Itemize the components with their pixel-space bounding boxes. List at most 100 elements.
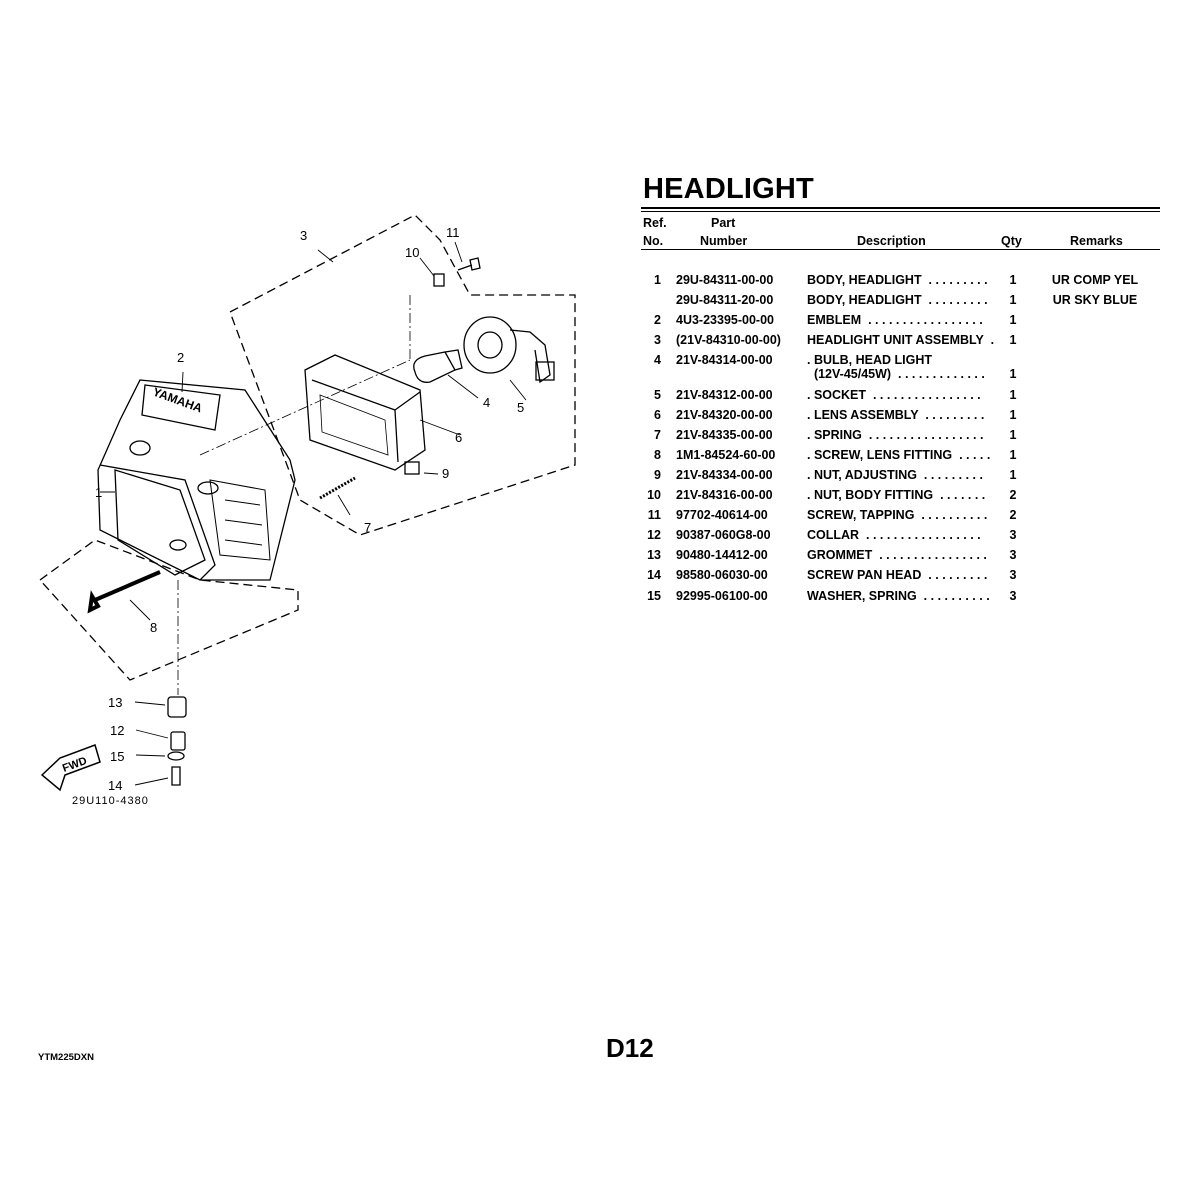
lens-fitting-screw	[87, 570, 161, 614]
forward-arrow-icon: FWD	[40, 744, 101, 792]
callout-4: 4	[483, 395, 490, 410]
part-number-cell: 29U-84311-20-00	[676, 293, 774, 307]
ref-cell: 4	[654, 353, 661, 367]
grommet	[167, 696, 187, 718]
qty-cell: 3	[1009, 528, 1017, 542]
remarks-cell: UR SKY BLUE	[1052, 293, 1138, 307]
ref-cell: 3	[654, 333, 661, 347]
page-number: D12	[606, 1033, 654, 1063]
description-cell: BODY, HEADLIGHT . . . . . . . . .	[807, 293, 988, 307]
part-number-cell: 29U-84311-00-00	[676, 273, 774, 287]
screw-boundary	[39, 539, 299, 681]
col-header-part-1: Part	[711, 216, 736, 230]
description-cell: COLLAR . . . . . . . . . . . . . . . . .	[807, 528, 981, 542]
callout-5: 5	[517, 400, 524, 415]
callout-6: 6	[455, 430, 462, 445]
table-row: 9 21V-84334-00-00 . NUT, ADJUSTING . . . .…	[0, 468, 1200, 488]
ref-cell: 9	[654, 468, 661, 482]
col-header-remarks: Remarks	[1070, 234, 1123, 248]
part-number-cell: 90387-060G8-00	[676, 528, 771, 542]
table-row: 4 21V-84314-00-00 . BULB, HEAD LIGHT 1 (12V…	[0, 353, 1200, 381]
ref-cell: 1	[654, 273, 661, 287]
callout-8: 8	[150, 620, 157, 635]
qty-cell: 1	[1009, 468, 1017, 482]
part-number-cell: 21V-84312-00-00	[676, 388, 773, 402]
callout-15: 15	[110, 749, 124, 764]
model-code: YTM225DXN	[38, 1052, 94, 1063]
part-number-cell: 97702-40614-00	[676, 508, 768, 522]
qty-cell: 1	[1009, 367, 1017, 381]
part-number-cell: 21V-84316-00-00	[676, 488, 773, 502]
description-cell: . SCREW, LENS FITTING . . . . .	[807, 448, 991, 462]
description-cell-continued: (12V-45/45W) . . . . . . . . . . . . .	[807, 367, 985, 381]
headlight-body	[97, 379, 296, 581]
bulb	[413, 349, 463, 383]
col-header-ref-1: Ref.	[643, 216, 667, 230]
callout-2: 2	[177, 350, 184, 365]
pan-head-screw	[171, 766, 181, 786]
description-cell: . NUT, ADJUSTING . . . . . . . . .	[807, 468, 983, 482]
ref-cell: 14	[647, 568, 661, 582]
callout-3: 3	[300, 228, 307, 243]
part-number-cell: 21V-84335-00-00	[676, 428, 773, 442]
ref-cell: 15	[647, 589, 661, 603]
col-header-ref-2: No.	[643, 234, 664, 248]
collar	[170, 731, 186, 751]
table-row: 29U-84311-20-00 BODY, HEADLIGHT . . . . .…	[0, 293, 1200, 313]
callout-1: 1	[95, 485, 102, 500]
spring-washer	[167, 751, 185, 761]
part-number-cell: 21V-84320-00-00	[676, 408, 773, 422]
table-row: 6 21V-84320-00-00 . LENS ASSEMBLY . . . . …	[0, 408, 1200, 428]
callout-12: 12	[110, 723, 124, 738]
part-number-cell: 90480-14412-00	[676, 548, 768, 562]
description-cell: . BULB, HEAD LIGHT	[807, 353, 932, 367]
qty-cell: 1	[1009, 388, 1017, 402]
qty-cell: 1	[1009, 333, 1017, 347]
description-cell: SCREW PAN HEAD . . . . . . . . .	[807, 568, 988, 582]
col-header-qty: Qty	[1001, 234, 1022, 248]
qty-cell: 1	[1009, 408, 1017, 422]
qty-cell: 1	[1009, 293, 1017, 307]
qty-cell: 1	[1009, 428, 1017, 442]
drawing-code: 29U110-4380	[72, 795, 149, 807]
col-header-description: Description	[857, 234, 926, 248]
description-cell: GROMMET . . . . . . . . . . . . . . . .	[807, 548, 987, 562]
qty-cell: 1	[1009, 313, 1017, 327]
page-title: HEADLIGHT	[643, 173, 814, 205]
ref-cell: 11	[647, 508, 661, 522]
header-rule	[641, 249, 1160, 250]
callout-9: 9	[442, 466, 449, 481]
part-number-cell: 1M1-84524-60-00	[676, 448, 776, 462]
qty-cell: 1	[1009, 448, 1017, 462]
remarks-cell: UR COMP YEL	[1051, 273, 1139, 287]
part-number-cell: 92995-06100-00	[676, 589, 768, 603]
qty-cell: 3	[1009, 589, 1017, 603]
tapping-screw	[457, 257, 481, 271]
part-number-cell: 21V-84314-00-00	[676, 353, 773, 367]
qty-cell: 3	[1009, 568, 1017, 582]
callout-13: 13	[108, 695, 122, 710]
table-row: 5 21V-84312-00-00 . SOCKET . . . . . . . .…	[0, 388, 1200, 408]
ref-cell: 12	[647, 528, 661, 542]
ref-cell: 10	[647, 488, 661, 502]
description-cell: EMBLEM . . . . . . . . . . . . . . . . .	[807, 313, 983, 327]
title-rule-top	[641, 207, 1160, 209]
description-cell: BODY, HEADLIGHT . . . . . . . . .	[807, 273, 988, 287]
part-number-cell: 21V-84334-00-00	[676, 468, 773, 482]
ref-cell: 5	[654, 388, 661, 402]
title-rule-bottom	[641, 211, 1160, 212]
part-number-cell: (21V-84310-00-00)	[676, 333, 781, 347]
ref-cell: 6	[654, 408, 661, 422]
description-cell: . SOCKET . . . . . . . . . . . . . . . .	[807, 388, 981, 402]
callout-7: 7	[364, 520, 371, 535]
body-fitting-nut	[433, 273, 445, 287]
ref-cell: 2	[654, 313, 661, 327]
description-cell: . LENS ASSEMBLY . . . . . . . . .	[807, 408, 985, 422]
description-cell: SCREW, TAPPING . . . . . . . . . .	[807, 508, 988, 522]
